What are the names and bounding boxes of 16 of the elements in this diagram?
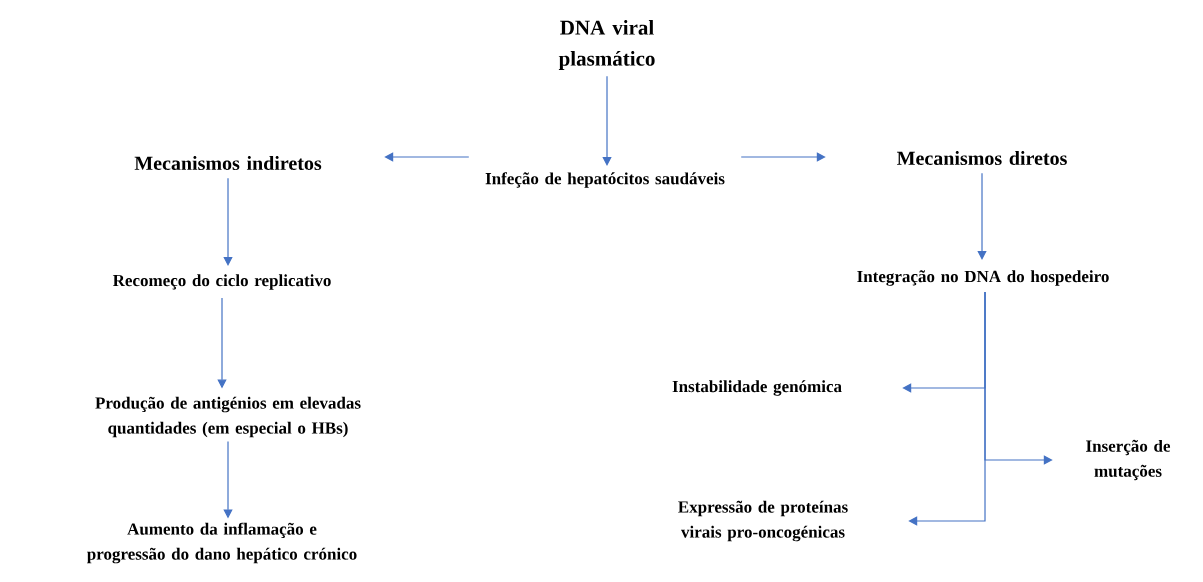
heading-text: DNA viral plasmático bbox=[558, 20, 655, 70]
arrow bbox=[384, 152, 470, 162]
process-text: Integração no DNA do hospedeiro bbox=[857, 270, 1109, 286]
process-text: Aumento da inflamação e progressão do dano hepático crónico bbox=[87, 522, 357, 564]
heading-text: Mecanismos indiretos bbox=[134, 155, 322, 171]
arrow bbox=[602, 75, 612, 166]
process-text: Infeção de hepatócitos saudáveis bbox=[485, 172, 725, 188]
heading-text: Mecanismos diretos bbox=[897, 150, 1067, 166]
process-text: Expressão de proteínas virais pro-oncogénicas bbox=[678, 500, 848, 542]
process-text: Produção de antigénios em elevadas quantidades (em especial o HBs) bbox=[95, 396, 361, 438]
process-text: Instabilidade genómica bbox=[672, 380, 842, 396]
process-text: Recomeço do ciclo replicativo bbox=[112, 274, 331, 290]
arrow bbox=[740, 152, 826, 162]
process-text: Inserção de mutações bbox=[1086, 439, 1171, 481]
arrow bbox=[977, 172, 987, 260]
arrow bbox=[984, 291, 1053, 465]
